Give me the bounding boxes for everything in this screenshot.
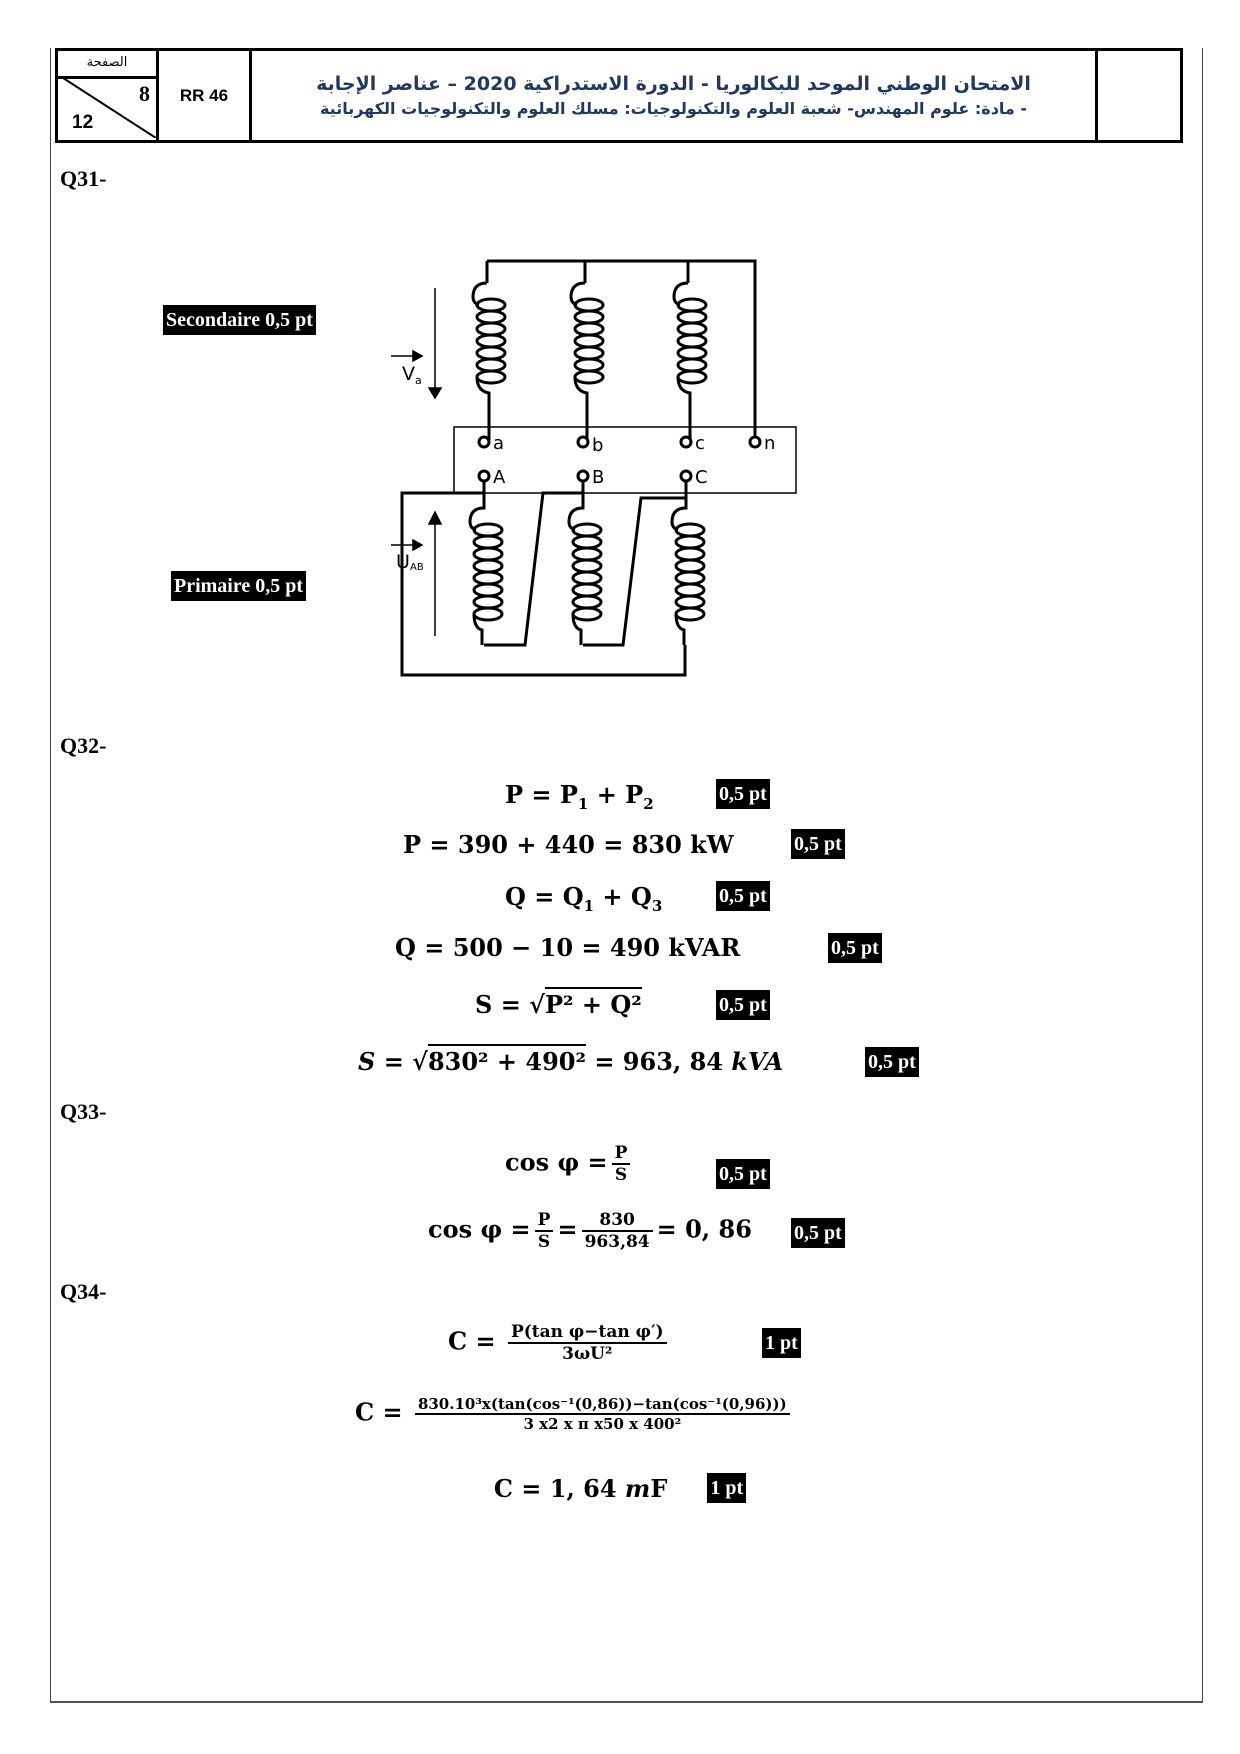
primary-delta-wire-1 xyxy=(400,481,687,677)
question-label-q31: Q31- xyxy=(60,166,107,191)
page-header: الصفحة 8 12 RR 46 الامتحان الوطني الموحد… xyxy=(55,48,1183,143)
exam-code: RR 46 xyxy=(159,51,252,140)
terminal-C xyxy=(679,469,693,483)
equation-p-sum: P = P1 + P2 xyxy=(505,780,654,813)
points-badge: 0,5 pt xyxy=(716,990,770,1020)
equation-q-sum: Q = Q1 + Q3 xyxy=(505,882,663,915)
secondary-coil-c xyxy=(672,281,708,440)
page-divider-diagonal xyxy=(59,76,156,138)
transformer-diagram: a b c n A B C xyxy=(391,259,797,677)
terminal-label-C: C xyxy=(695,467,708,488)
primary-coil-C xyxy=(670,493,706,645)
terminal-label-B: B xyxy=(592,467,604,488)
question-label-q34: Q34- xyxy=(60,1279,107,1304)
terminal-b xyxy=(576,435,590,449)
va-arrowhead xyxy=(427,387,443,400)
equation-p-value: P = 390 + 440 = 830 kW xyxy=(403,830,734,859)
points-badge: 1 pt xyxy=(707,1473,747,1503)
terminal-a xyxy=(477,435,491,449)
terminal-box xyxy=(453,426,797,494)
points-badge: 0,5 pt xyxy=(716,1159,770,1189)
points-badge: 0,5 pt xyxy=(828,933,882,963)
equation-c-formula: C = P(tan φ−tan φ′)3ωU² xyxy=(448,1322,671,1364)
primary-delta-wire-2 xyxy=(484,481,585,647)
primary-coils xyxy=(468,493,706,645)
primary-points-badge: Primaire 0,5 pt xyxy=(171,571,307,601)
uab-subscript: AB xyxy=(410,562,424,573)
primary-coil-A xyxy=(468,493,504,645)
terminal-A xyxy=(477,469,491,483)
points-badge: 0,5 pt xyxy=(865,1047,919,1077)
page-indicator: الصفحة 8 12 xyxy=(58,51,159,140)
points-badge: 0,5 pt xyxy=(791,829,845,859)
primary-coil-B xyxy=(567,493,603,645)
page-frame xyxy=(50,48,1203,1703)
terminal-label-a: a xyxy=(493,433,504,454)
terminal-c xyxy=(679,435,693,449)
page-number: 8 xyxy=(139,81,150,106)
equation-c-result: C = 1, 64 mF xyxy=(493,1473,668,1503)
points-badge: 0,5 pt xyxy=(791,1218,845,1248)
exam-title: الامتحان الوطني الموحد للبكالوريا - الدو… xyxy=(252,51,1098,140)
terminal-label-n: n xyxy=(764,433,775,454)
equation-s-value: S = √830² + 490² = 963, 84 kVA xyxy=(358,1044,783,1076)
page-label: الصفحة xyxy=(58,51,156,79)
equation-c-numeric: C = 830.10³x(tan(cos⁻¹(0,86))−tan(cos⁻¹(… xyxy=(355,1395,794,1433)
points-badge: 1 pt xyxy=(762,1328,801,1358)
points-badge: 0,5 pt xyxy=(716,881,770,911)
points-badge: 0,5 pt xyxy=(716,779,770,809)
va-vector-head xyxy=(412,349,424,363)
equation-s-formula: S = √P² + Q² xyxy=(475,987,642,1019)
primary-delta-wire-3 xyxy=(583,481,688,647)
va-label: V xyxy=(402,363,415,385)
equation-q-value: Q = 500 − 10 = 490 kVAR xyxy=(395,933,741,962)
terminal-B xyxy=(576,469,590,483)
exam-title-line2: - مادة: علوم المهندس- شعبة العلوم والتكن… xyxy=(319,99,1028,118)
header-blank-cell xyxy=(1098,51,1180,140)
question-label-q32: Q32- xyxy=(60,733,107,758)
uab-label: U xyxy=(396,551,410,573)
secondary-coil-a xyxy=(471,281,507,440)
secondary-neutral-bus xyxy=(487,259,757,437)
secondary-points-badge: Secondaire 0,5 pt xyxy=(163,305,316,335)
page-total: 12 xyxy=(72,112,94,133)
terminal-label-b: b xyxy=(592,435,603,456)
secondary-coils xyxy=(471,281,708,440)
terminal-n xyxy=(748,435,762,449)
va-subscript: a xyxy=(415,374,422,387)
terminal-label-A: A xyxy=(493,467,506,488)
c-result-row: C = 1, 64 mF 1 pt xyxy=(0,1473,1240,1503)
exam-title-line1: الامتحان الوطني الموحد للبكالوريا - الدو… xyxy=(316,73,1031,95)
question-label-q33: Q33- xyxy=(60,1099,107,1124)
terminal-label-c: c xyxy=(695,433,705,454)
secondary-coil-b xyxy=(569,281,605,440)
uab-arrowhead xyxy=(427,510,443,525)
uab-vector-head xyxy=(412,538,424,552)
